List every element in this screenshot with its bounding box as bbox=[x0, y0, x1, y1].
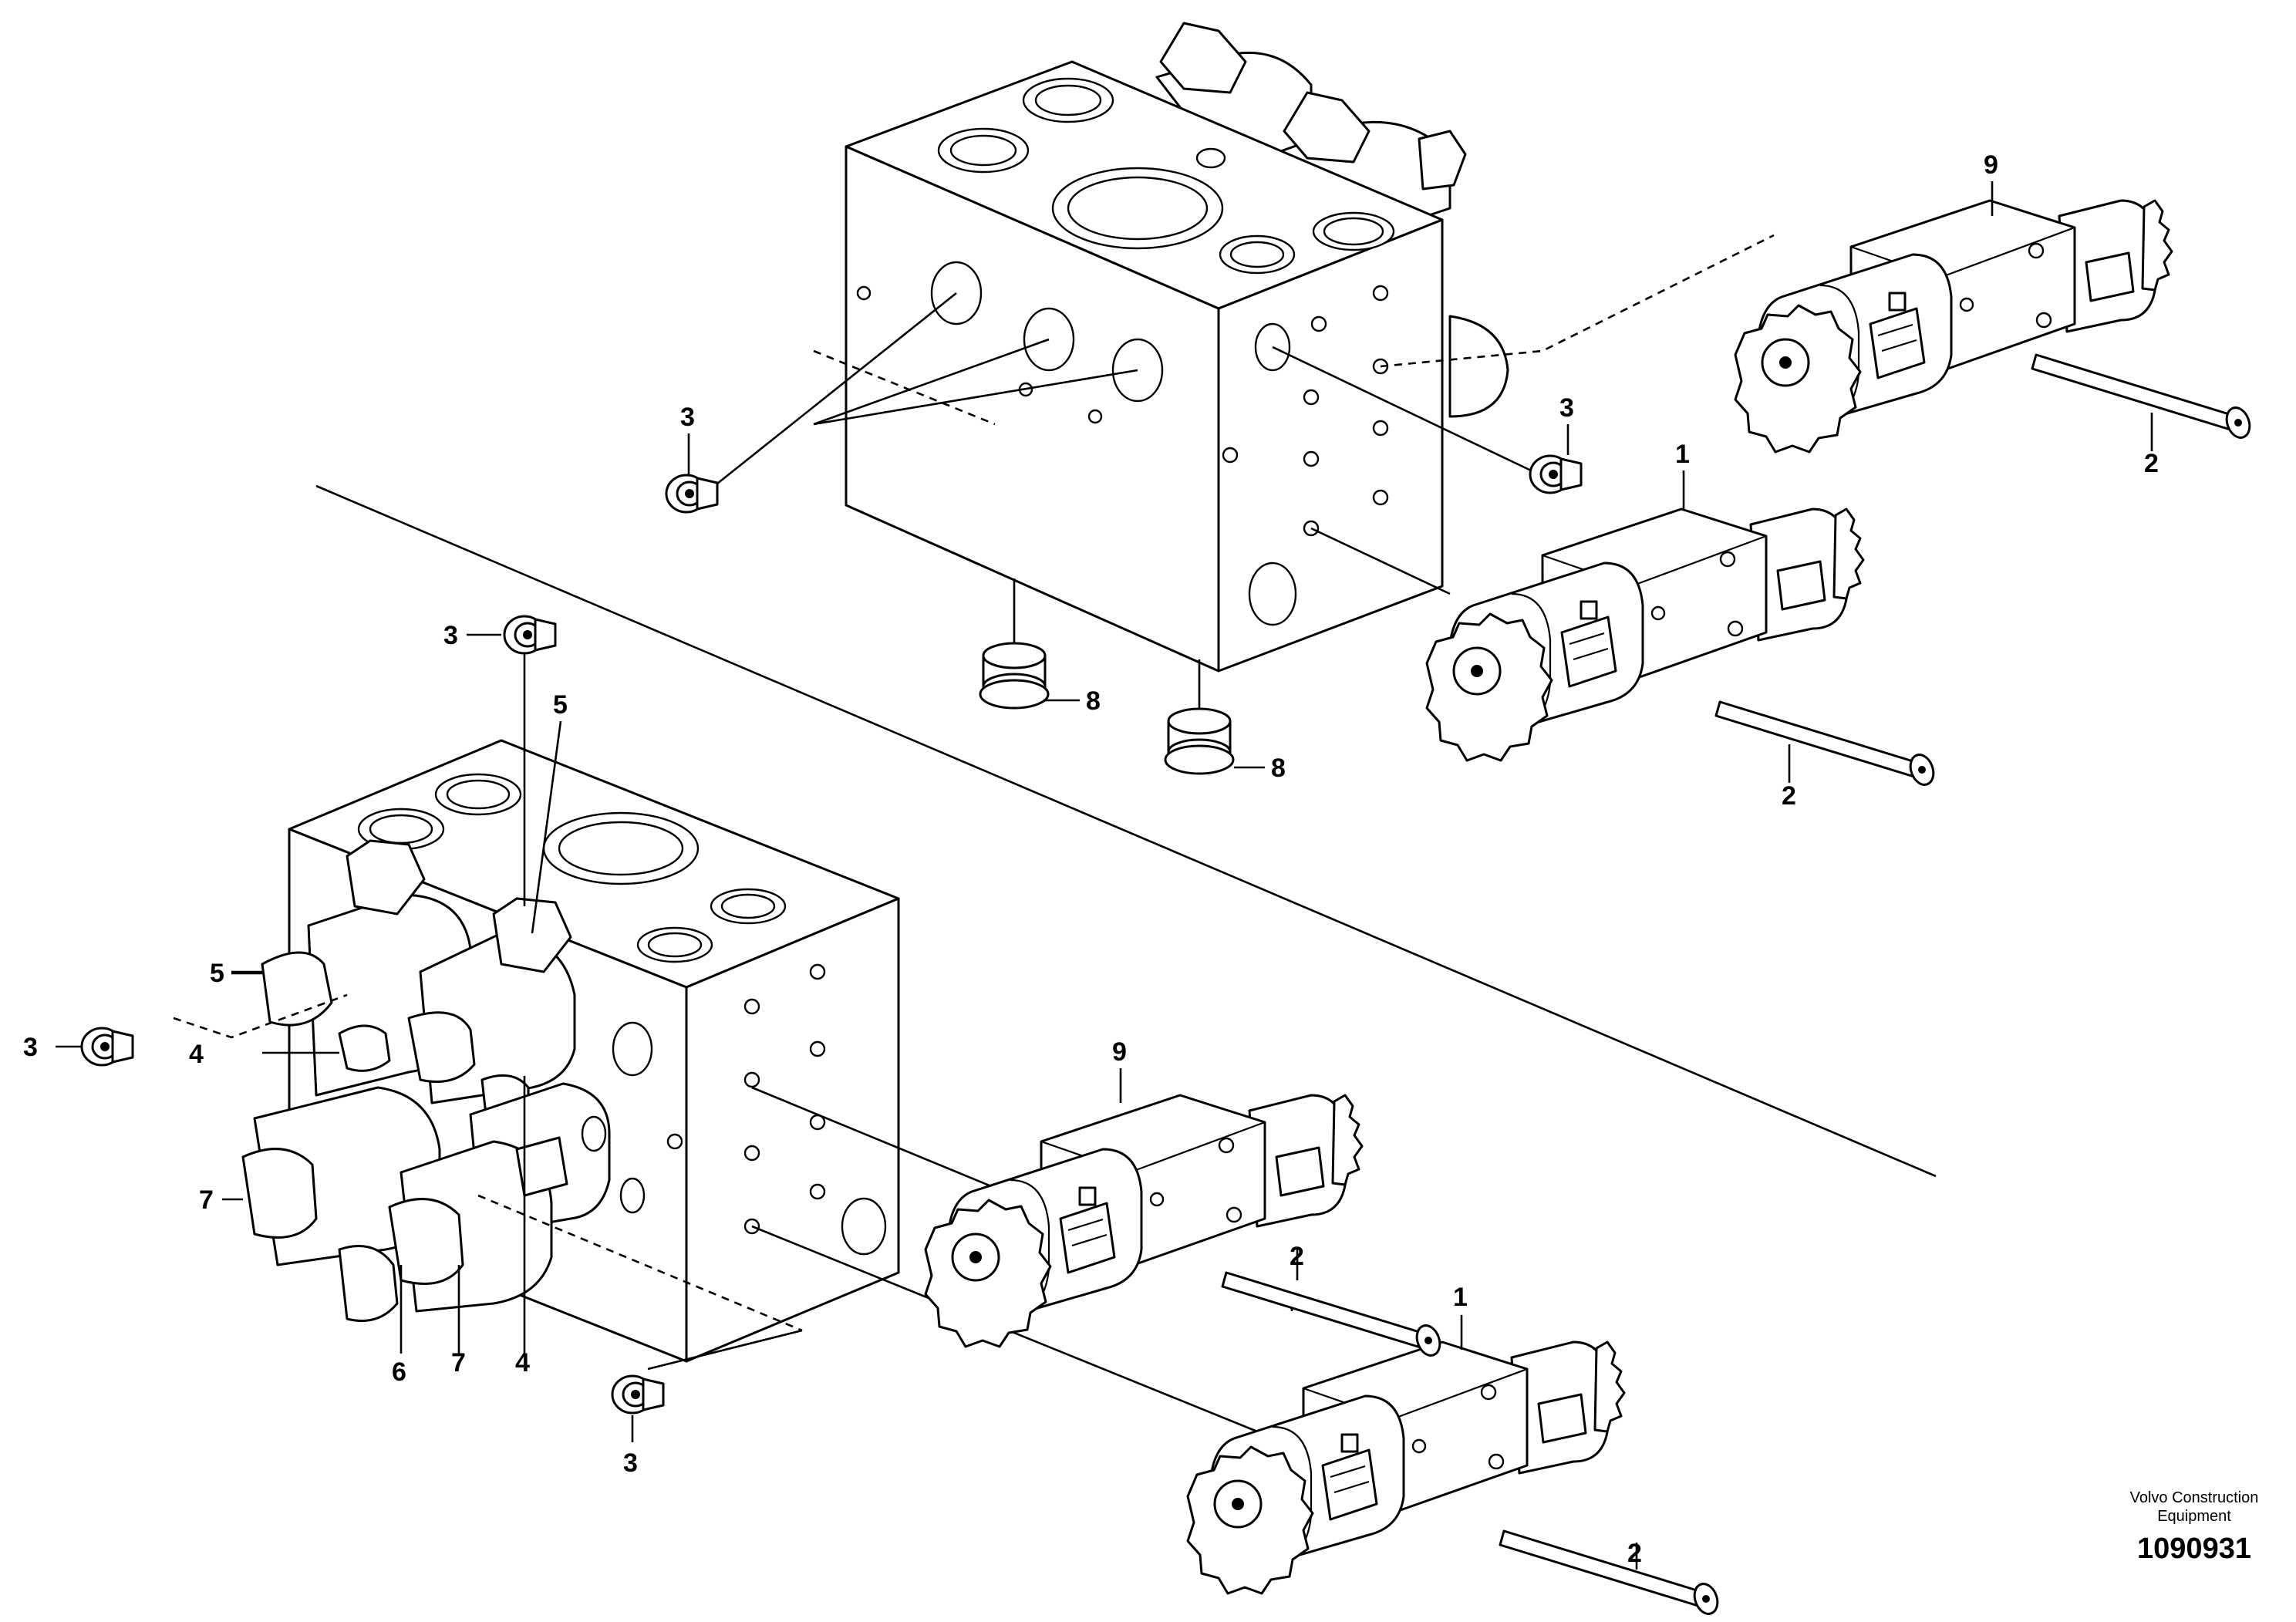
plug-3-d bbox=[80, 1027, 134, 1067]
callout-2: 2 bbox=[1782, 781, 1796, 811]
callout-leaders bbox=[56, 181, 2153, 1570]
callout-3: 3 bbox=[1559, 393, 1574, 423]
callout-5: 5 bbox=[210, 959, 224, 988]
plug-3-a bbox=[665, 474, 719, 514]
callout-4: 4 bbox=[515, 1348, 530, 1378]
callout-8: 8 bbox=[1271, 754, 1286, 783]
cap-screw-2-d bbox=[1499, 1529, 1723, 1619]
divider-line bbox=[315, 484, 1937, 1178]
callout-7: 7 bbox=[451, 1348, 466, 1378]
callout-4: 4 bbox=[189, 1040, 204, 1069]
callout-1: 1 bbox=[1675, 440, 1690, 469]
plug-3-b bbox=[1529, 454, 1583, 494]
callout-2: 2 bbox=[1290, 1242, 1304, 1271]
solenoid-valve-1-upper bbox=[1425, 508, 1865, 762]
callout-9: 9 bbox=[1112, 1037, 1127, 1067]
plug-3-c bbox=[503, 615, 557, 655]
callout-5: 5 bbox=[553, 690, 568, 720]
part-number: 1090931 bbox=[2137, 1533, 2251, 1565]
lower-leader-lines bbox=[173, 649, 1293, 1436]
plug-3-e bbox=[611, 1374, 665, 1415]
callout-9: 9 bbox=[1984, 150, 1998, 180]
callout-8: 8 bbox=[1086, 686, 1101, 716]
footer-brand: Volvo Construction Equipment 1090931 bbox=[2130, 1489, 2259, 1565]
callout-6: 6 bbox=[392, 1357, 406, 1387]
callout-3: 3 bbox=[623, 1448, 638, 1478]
callout-2: 2 bbox=[2144, 449, 2159, 478]
cap-screw-2-a bbox=[2031, 353, 2255, 443]
callout-2: 2 bbox=[1627, 1539, 1642, 1568]
callout-1: 1 bbox=[1453, 1283, 1468, 1312]
solenoid-valve-9-upper bbox=[1734, 199, 2173, 454]
callout-3: 3 bbox=[680, 403, 695, 432]
callout-3: 3 bbox=[23, 1033, 38, 1062]
brand-line-2: Equipment bbox=[2157, 1508, 2231, 1525]
callout-7: 7 bbox=[199, 1185, 214, 1215]
callout-labels: 9 3 3 2 1 8 8 2 3 5 5 3 4 9 7 2 6 7 4 1 … bbox=[23, 150, 2159, 1568]
upper-leader-lines bbox=[709, 234, 1775, 729]
upper-manifold-block bbox=[845, 22, 1509, 673]
cap-screw-2-c bbox=[1221, 1271, 1445, 1361]
cap-screw-2-b bbox=[1714, 700, 1939, 790]
brand-line-1: Volvo Construction bbox=[2130, 1489, 2259, 1506]
lower-cartridge-cluster bbox=[241, 839, 646, 1322]
plug-8-a bbox=[979, 642, 1050, 710]
plug-8-b bbox=[1164, 707, 1235, 775]
callout-3: 3 bbox=[443, 621, 458, 650]
